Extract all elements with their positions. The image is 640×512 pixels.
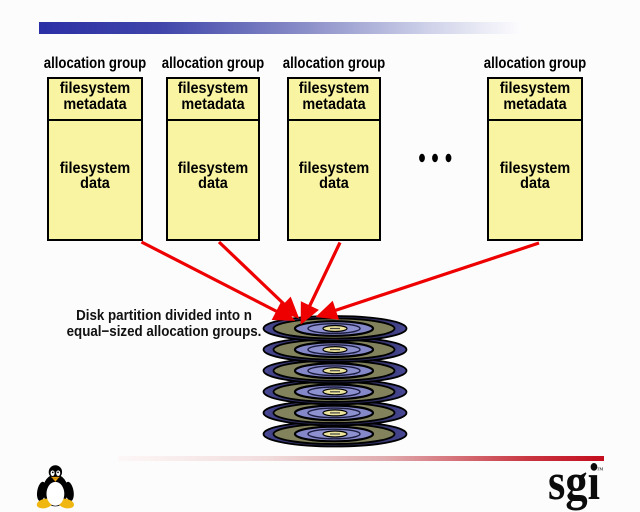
svg-text:sgi: sgi (548, 454, 600, 511)
svg-text:™: ™ (597, 466, 604, 474)
